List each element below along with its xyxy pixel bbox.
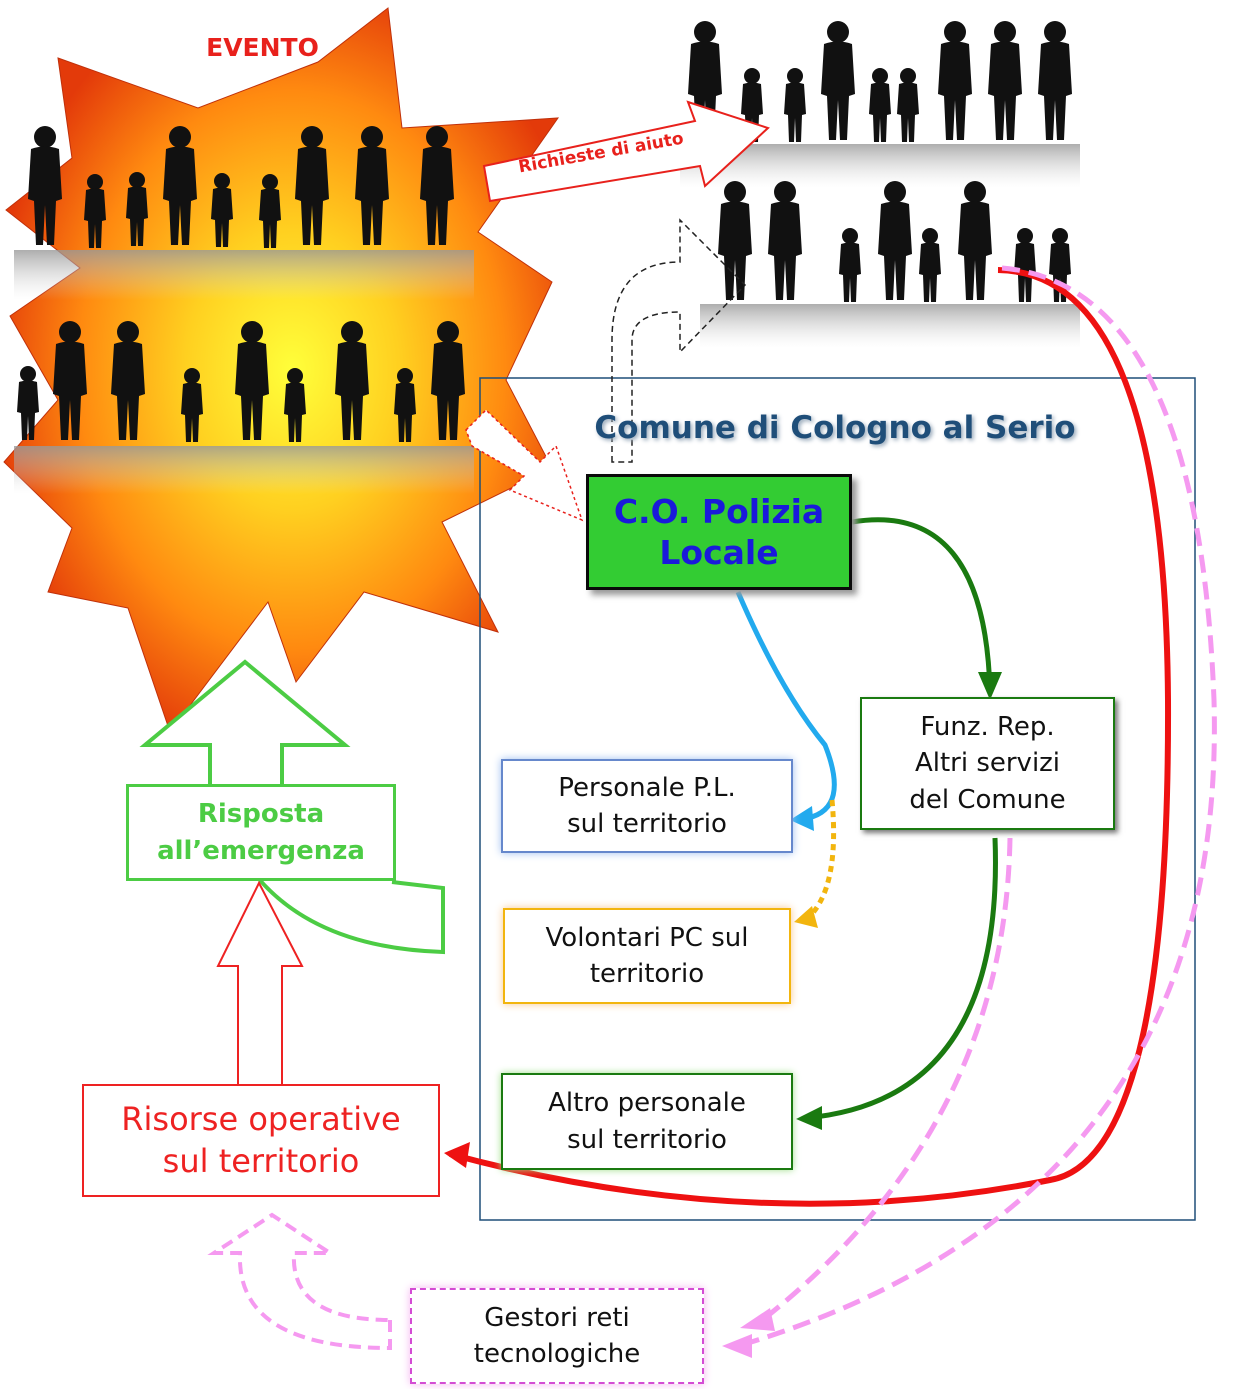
response-up-arrow [139,659,351,785]
crowd-reflection-2 [14,446,474,494]
control-room-node: C.O. Polizia Locale [586,474,852,590]
crowd-reflection-3 [680,144,1080,188]
flow-arrowhead [796,1106,822,1130]
flow-crowd-to-network-operators [737,265,1217,1349]
crowd-silhouettes-4 [718,181,1071,302]
flow-services-to-other-staff [805,837,998,1121]
local-police-staff-node: Personale P.L. sul territorio [501,759,793,853]
other-services-node: Funz. Rep. Altri servizi del Comune [860,697,1115,830]
resources-up-arrow [216,880,304,1084]
flow-control-to-services [851,517,993,693]
operational-resources-node: Risorse operative sul territorio [82,1084,440,1197]
event-to-control-arrow [465,408,584,522]
other-staff-node: Altro personale sul territorio [501,1073,793,1170]
flow-control-to-police [735,591,837,821]
dashed-uturn-arrow [611,218,747,463]
volunteers-node: Volontari PC sul territorio [503,908,791,1004]
crowd-reflection-1 [14,250,474,300]
flow-arrowhead [444,1142,470,1168]
flow-services-to-network-operators [758,837,1013,1324]
flow-arrowhead [790,806,814,831]
flow-arrowhead [978,672,1002,700]
network-operators-node: Gestori reti tecnologiche [410,1288,704,1384]
help-requests-arrow [482,100,770,203]
flow-arrowhead [722,1334,752,1358]
flow-arrowhead [740,1308,775,1331]
municipality-title: Comune di Cologno al Serio [594,410,1076,446]
flow-arrowhead [794,906,818,928]
flow-police-to-volunteers [806,799,837,920]
explosion-burst [3,7,560,734]
emergency-response-node: Risposta all’emergenza [126,784,396,881]
event-label: EVENTO [206,32,319,62]
network-to-resources-arrow [207,1212,392,1351]
municipality-frame [479,377,1196,1221]
response-curve [256,876,445,955]
crowd-reflection-4 [700,304,1080,348]
